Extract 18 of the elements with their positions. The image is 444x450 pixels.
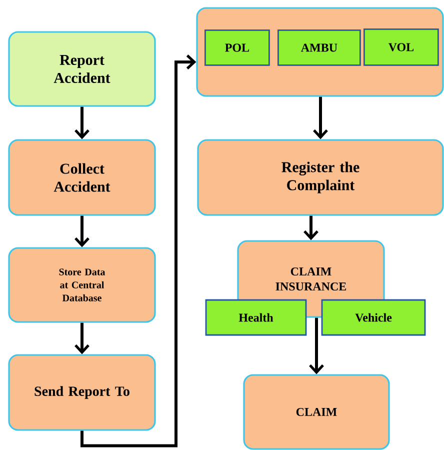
process-box: Collect Accident xyxy=(8,139,156,216)
arrow xyxy=(304,216,318,240)
arrow xyxy=(80,54,196,448)
label-box: Vehicle xyxy=(321,299,426,336)
label-box: POL xyxy=(204,30,270,66)
process-box: Report Accident xyxy=(8,31,156,107)
process-box: Send Report To xyxy=(8,354,156,431)
process-box: Store Data at Central Database xyxy=(8,247,156,323)
label-box: AMBU xyxy=(278,30,361,66)
label-box: VOL xyxy=(364,28,439,66)
process-box: Register the Complaint xyxy=(197,139,444,216)
label-box: Health xyxy=(205,299,307,336)
arrow xyxy=(309,318,324,374)
arrow xyxy=(74,322,90,354)
arrow xyxy=(313,96,328,140)
arrow xyxy=(74,106,90,140)
process-box: CLAIM xyxy=(243,374,390,450)
arrow xyxy=(74,216,90,248)
